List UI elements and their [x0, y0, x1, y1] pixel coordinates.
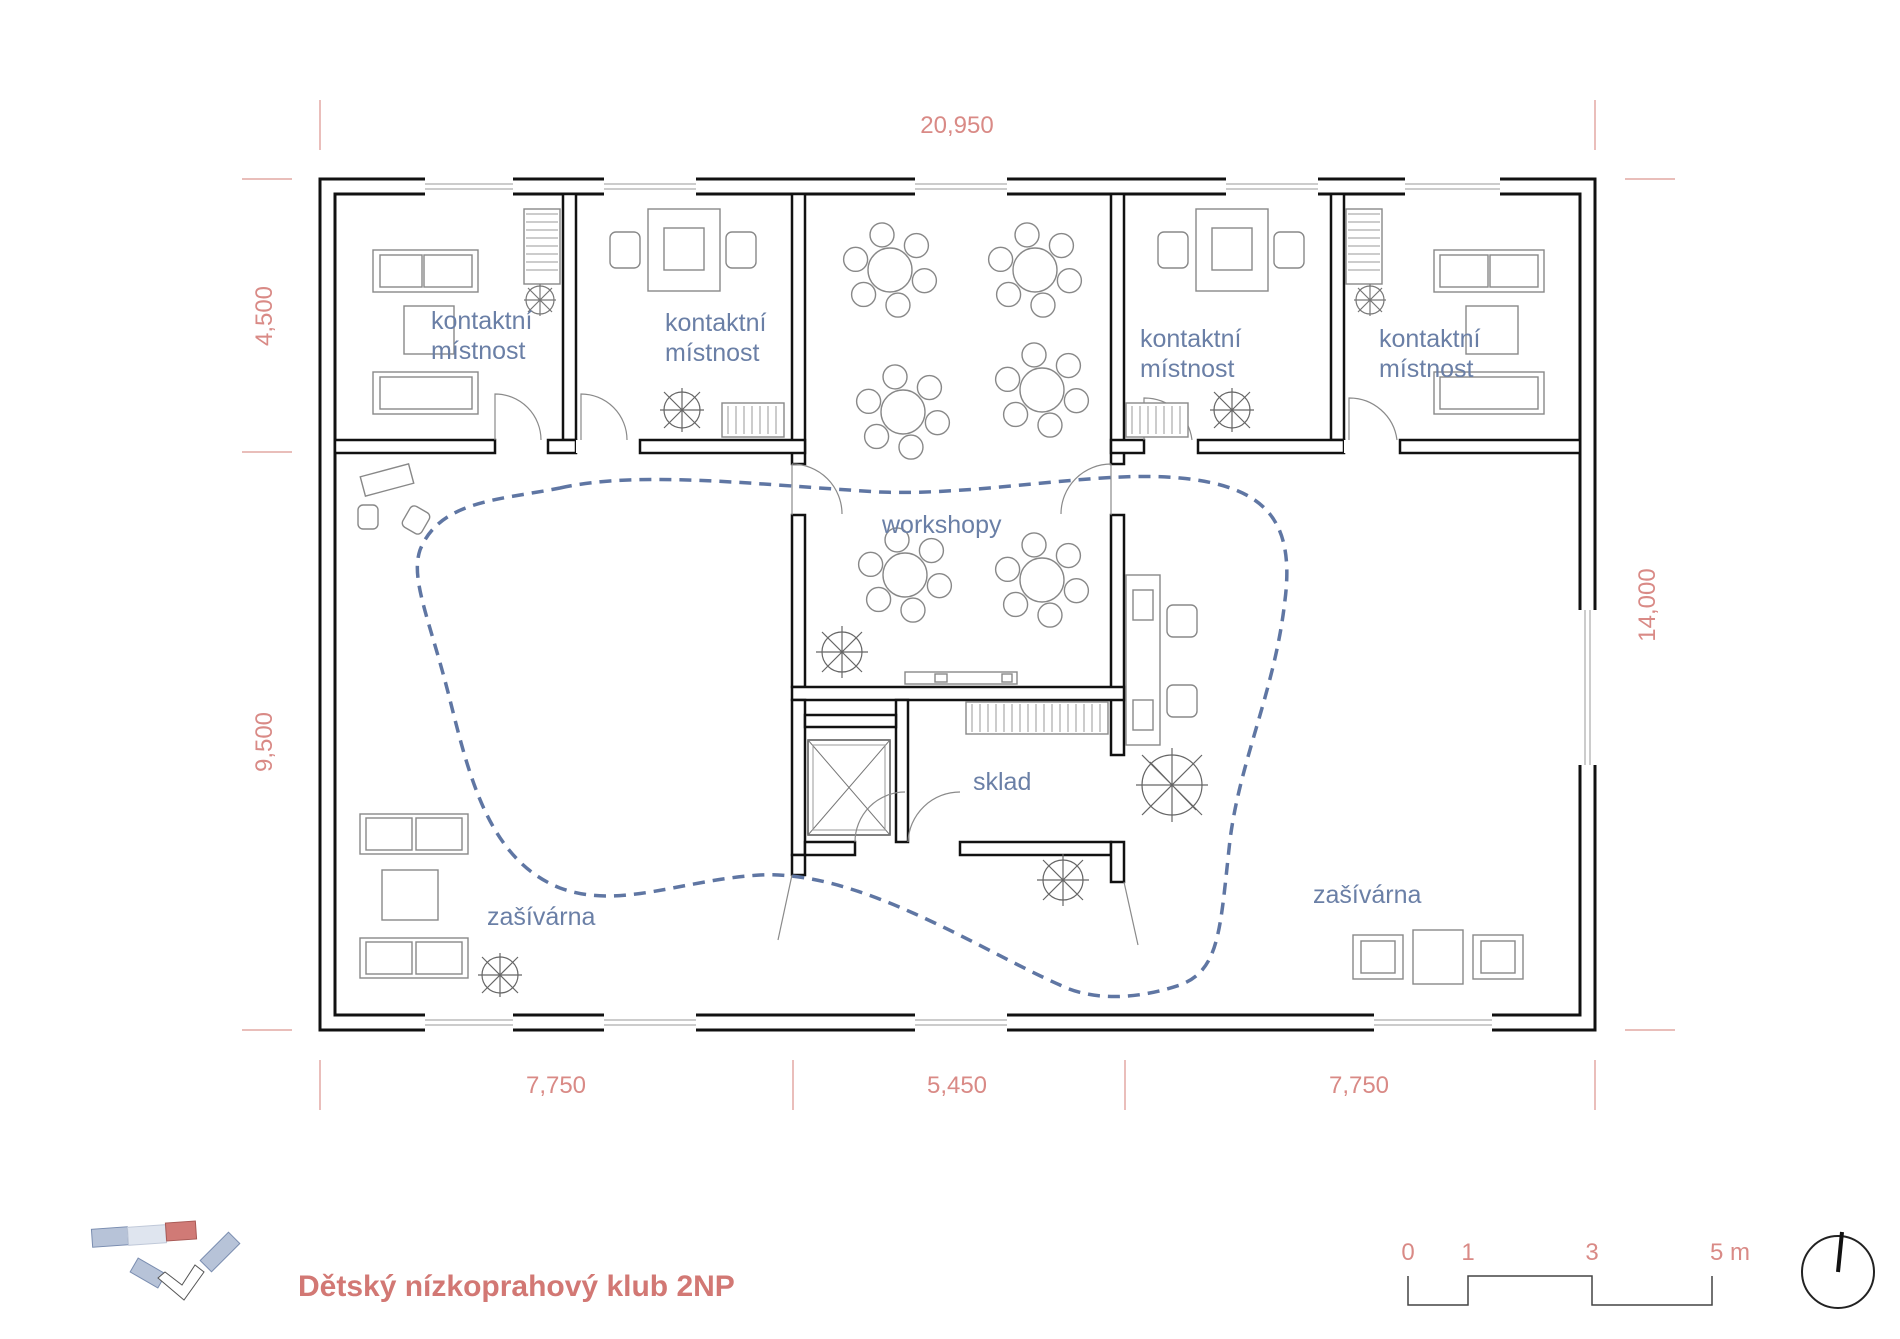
- chair: [850, 281, 877, 308]
- chair: [1037, 412, 1063, 438]
- chair: [900, 597, 926, 623]
- round-table: [1019, 367, 1065, 413]
- dimension-bottom-left: 7,750: [526, 1072, 586, 1099]
- furniture-contact-room-3: [1125, 208, 1305, 438]
- workshop-tables: [842, 222, 1090, 628]
- door-swings: [494, 393, 1398, 946]
- chair: [863, 423, 890, 450]
- chair: [911, 267, 938, 294]
- scale-label-0: 0: [1401, 1239, 1414, 1266]
- chair: [1014, 222, 1040, 248]
- lounge-right-furniture: [1352, 929, 1524, 985]
- round-table: [1019, 557, 1065, 603]
- chair: [1055, 352, 1082, 379]
- furniture-contact-room-1: [372, 208, 561, 415]
- room-labels: kontaktní místnost kontaktní místnost ko…: [431, 307, 1481, 931]
- chair: [855, 388, 882, 415]
- dimension-right: 14,000: [1634, 568, 1661, 641]
- dimension-left-lower: 9,500: [251, 712, 278, 772]
- chair: [994, 366, 1021, 393]
- site-location-icon: [90, 1220, 241, 1301]
- room-label-storage: sklad: [973, 768, 1031, 796]
- room-label-contact-1b: místnost: [431, 337, 526, 365]
- chair: [885, 292, 911, 318]
- room-label-nook-right: zašívárna: [1313, 881, 1421, 909]
- chair: [1063, 577, 1090, 604]
- chair: [1021, 532, 1047, 558]
- dimension-bottom-right: 7,750: [1329, 1072, 1389, 1099]
- chair: [869, 222, 895, 248]
- chair: [1030, 292, 1056, 318]
- scale-label-1: 1: [1461, 1239, 1474, 1266]
- interior-walls: [333, 192, 1582, 884]
- chair: [1037, 602, 1063, 628]
- exterior-walls: [318, 176, 1598, 1033]
- lounge-left-furniture: [357, 463, 522, 997]
- chair: [924, 409, 951, 436]
- chair: [918, 537, 945, 564]
- chair: [1048, 232, 1075, 259]
- room-label-contact-4a: kontaktní: [1379, 325, 1481, 353]
- room-label-workshops: workshopy: [881, 511, 1002, 539]
- room-label-contact-2a: kontaktní: [665, 309, 767, 337]
- chair: [1063, 387, 1090, 414]
- drawing-title: Dětský nízkoprahový klub 2NP: [298, 1270, 735, 1303]
- workshop-bench: [816, 626, 1018, 685]
- round-table: [867, 247, 913, 293]
- dimension-lines: [242, 100, 1675, 1110]
- chair: [994, 556, 1021, 583]
- desks-right-corridor: [1037, 574, 1208, 906]
- elevator: [807, 739, 891, 836]
- dimension-left-upper: 4,500: [251, 286, 278, 346]
- chair: [898, 434, 924, 460]
- furniture-contact-room-2: [609, 208, 785, 438]
- room-label-contact-3b: místnost: [1140, 355, 1235, 383]
- chair: [882, 364, 908, 390]
- scale-bar: 0 1 3 5 m: [1401, 1239, 1750, 1306]
- round-table: [1012, 247, 1058, 293]
- room-label-nook-left: zašívárna: [487, 903, 595, 931]
- chair: [995, 281, 1022, 308]
- storage-shelves: [965, 701, 1109, 735]
- round-table: [882, 552, 928, 598]
- chair: [842, 246, 869, 273]
- room-label-contact-4b: místnost: [1379, 355, 1474, 383]
- north-arrow-icon: [1801, 1231, 1875, 1309]
- scale-label-5m: 5 m: [1710, 1239, 1750, 1266]
- chair: [1056, 267, 1083, 294]
- scale-label-3: 3: [1585, 1239, 1598, 1266]
- chair: [1002, 401, 1029, 428]
- chair: [1002, 591, 1029, 618]
- chair: [1055, 542, 1082, 569]
- chair: [884, 527, 910, 553]
- chair: [903, 232, 930, 259]
- chair: [865, 586, 892, 613]
- round-table: [880, 389, 926, 435]
- chair: [1021, 342, 1047, 368]
- chair: [987, 246, 1014, 273]
- dimension-top: 20,950: [920, 112, 993, 139]
- room-label-contact-1a: kontaktní: [431, 307, 533, 335]
- room-label-contact-3a: kontaktní: [1140, 325, 1242, 353]
- dimension-bottom-middle: 5,450: [927, 1072, 987, 1099]
- furniture-contact-room-4: [1345, 208, 1545, 415]
- chair: [857, 551, 884, 578]
- room-label-contact-2b: místnost: [665, 339, 760, 367]
- chair: [916, 374, 943, 401]
- chair: [926, 572, 953, 599]
